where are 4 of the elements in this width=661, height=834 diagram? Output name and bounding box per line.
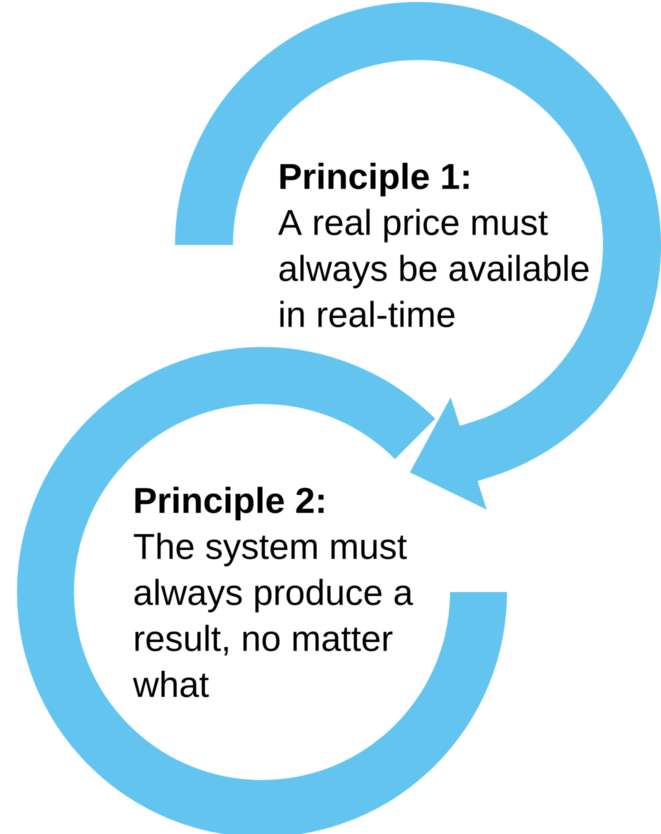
principle-heading: Principle 2: [135,486,324,520]
principle-text: The system must always produce a result, no matter what [132,532,414,698]
principle-text: A real price must always be available in real-time [278,208,588,328]
principle-heading: Principle 1: [280,162,469,196]
